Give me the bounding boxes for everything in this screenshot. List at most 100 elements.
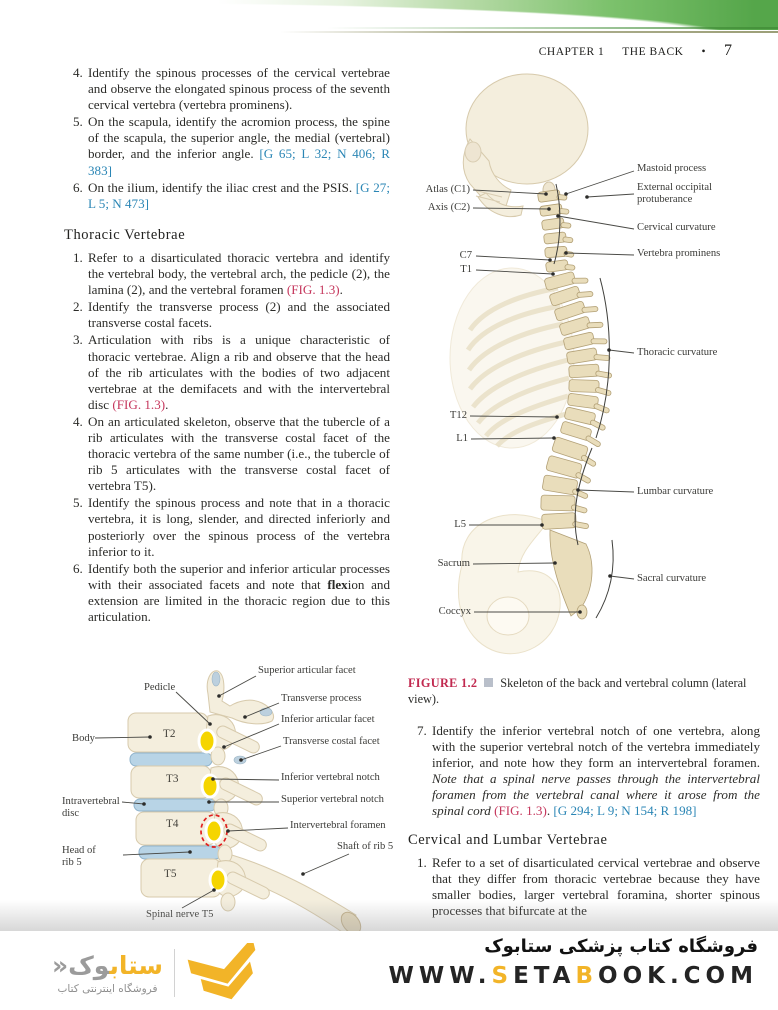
figure-label: Pedicle bbox=[144, 682, 175, 693]
list-text: On the scapula, identify the acromion pr… bbox=[88, 114, 390, 178]
figure-label: Sacral curvature bbox=[637, 573, 706, 584]
figure-label: Coccyx bbox=[439, 606, 472, 617]
figure-label: Vertebra prominens bbox=[637, 248, 720, 259]
footer-banner: ستابوک« فروشگاه اینترنتی کتاب فروشگاه کت… bbox=[0, 931, 778, 1010]
list-item-1: 1.Refer to a set of disarticulated cervi… bbox=[408, 855, 760, 919]
text-run: . bbox=[546, 803, 554, 819]
list-number: 4. bbox=[73, 413, 83, 429]
figure-label: Inferior articular facet bbox=[281, 714, 375, 725]
figure-label: Intervertebral foramen bbox=[290, 820, 386, 831]
list-text: Identify the spinous process and note th… bbox=[88, 495, 390, 559]
vertebrae-artwork bbox=[127, 670, 362, 935]
url-segment: OOK.COM bbox=[598, 963, 758, 989]
footer-right-block: فروشگاه کتاب پزشکی ستابوک WWW.SETABOOK.C… bbox=[389, 936, 759, 989]
figure-skeleton-lateral: Atlas (C1)Axis (C2)C7T1T12L1L5SacrumCocc… bbox=[426, 73, 720, 655]
figure-label: C7 bbox=[460, 250, 472, 261]
vertebra-name-label: T4 bbox=[166, 818, 179, 830]
figure-label: Superior articular facet bbox=[258, 665, 356, 676]
reference-citation: [G 294; L 9; N 154; R 198] bbox=[553, 803, 697, 819]
figure-reference: (FIG. 1.3) bbox=[112, 396, 166, 412]
text-run: Refer to a disarticulated thoracic verte… bbox=[88, 249, 390, 298]
figure-label: Atlas (C1) bbox=[426, 184, 471, 195]
text-run: Identify the spinous process and note th… bbox=[88, 495, 390, 559]
text-run: . bbox=[165, 396, 169, 412]
reference-citation: [G 65; L 32; N 406; R 383] bbox=[88, 146, 390, 178]
list-item-3: 3. Articulation with ribs is a unique cha… bbox=[64, 332, 390, 412]
list-text: Identify both the superior and inferior … bbox=[88, 561, 390, 625]
figure-reference: (FIG. 1.3) bbox=[286, 282, 340, 298]
skeleton-artwork bbox=[449, 73, 614, 655]
list-text: Identify the spinous processes of the ce… bbox=[88, 65, 390, 113]
list-number: 6. bbox=[73, 179, 83, 195]
url-segment: ETA bbox=[513, 963, 576, 989]
figure-label: Body bbox=[72, 733, 96, 744]
left-column: 4. Identify the spinous processes of the … bbox=[64, 65, 390, 626]
list-item-5: 5. On the scapula, identify the acromion … bbox=[64, 114, 390, 178]
figure-label: Sacrum bbox=[438, 558, 471, 569]
figure-label: L5 bbox=[454, 519, 466, 530]
chapter-label: CHAPTER 1 bbox=[538, 46, 605, 58]
list-text: On an articulated skeleton, observe that… bbox=[88, 414, 390, 494]
logo-wordmark-block: ستابوک« فروشگاه اینترنتی کتاب bbox=[52, 950, 164, 995]
numbered-list-cervical: 1.Refer to a set of disarticulated cervi… bbox=[408, 855, 760, 919]
numbered-item-seven: 7.Identify the inferior vertebral notch … bbox=[408, 723, 760, 820]
text-run: Identify the inferior vertebral notch of… bbox=[432, 723, 760, 771]
text-run: Refer to a set of disarticulated cervica… bbox=[432, 854, 760, 918]
figure-caption-label: FIGURE 1.2 bbox=[408, 676, 478, 690]
text-run: On the ilium, identify the iliac crest a… bbox=[88, 179, 356, 195]
numbered-list-thoracic: 1. Refer to a disarticulated thoracic ver… bbox=[64, 250, 390, 625]
list-item-4: 4. On an articulated skeleton, observe th… bbox=[64, 414, 390, 494]
list-number: 1. bbox=[73, 249, 83, 265]
wordmark-yellow-part: ستاب bbox=[109, 950, 164, 980]
figure-label: Spinal nerve T5 bbox=[146, 909, 213, 920]
list-number: 6. bbox=[73, 560, 83, 576]
figure-label: Superior vertebral notch bbox=[281, 794, 385, 805]
text-run: Identify the spinous processes of the ce… bbox=[88, 65, 390, 113]
list-text: Articulation with ribs is a unique chara… bbox=[88, 332, 390, 412]
wordmark-gray-part: وک bbox=[68, 950, 110, 980]
figure-label: Thoracic curvature bbox=[637, 347, 718, 358]
vertebra-name-label: T5 bbox=[164, 868, 177, 880]
text-run: On the scapula, identify the acromion pr… bbox=[88, 114, 390, 162]
url-segment: B bbox=[575, 963, 599, 989]
text-run: flex bbox=[327, 576, 348, 592]
list-item-5: 5. Identify the spinous process and note … bbox=[64, 495, 390, 559]
logo-divider bbox=[174, 949, 176, 997]
list-number: 5. bbox=[73, 114, 83, 130]
running-head: CHAPTER 1 THE BACK • 7 bbox=[539, 42, 732, 60]
list-number: 2. bbox=[73, 299, 83, 315]
header-bullet: • bbox=[701, 46, 706, 58]
figure-label: Cervical curvature bbox=[637, 222, 716, 233]
list-number: 5. bbox=[73, 495, 83, 511]
figure-label: T12 bbox=[450, 410, 467, 421]
figure-label: Axis (C2) bbox=[428, 202, 471, 213]
list-number: 3. bbox=[73, 332, 83, 348]
vertebra-name-label: T3 bbox=[166, 773, 179, 785]
figure-caption-text: Skeleton of the back and vertebral colum… bbox=[408, 676, 747, 706]
text-run: Identify both the superior and inferior … bbox=[88, 560, 390, 592]
decorative-green-band bbox=[0, 0, 778, 30]
figure-label: Mastoid process bbox=[637, 163, 706, 174]
list-text: Refer to a disarticulated thoracic verte… bbox=[88, 250, 390, 298]
list-item-7: 7.Identify the inferior vertebral notch … bbox=[408, 723, 760, 820]
chapter-title: THE BACK bbox=[622, 46, 684, 58]
list-text: Identify the inferior vertebral notch of… bbox=[432, 723, 760, 820]
list-text: On the ilium, identify the iliac crest a… bbox=[88, 180, 390, 212]
section-heading-thoracic: Thoracic Vertebrae bbox=[64, 226, 186, 243]
list-item-1: 1. Refer to a disarticulated thoracic ver… bbox=[64, 250, 390, 298]
text-run: . bbox=[339, 282, 343, 298]
logo-tagline: فروشگاه اینترنتی کتاب bbox=[57, 982, 158, 995]
footer-url: WWW.SETABOOK.COM bbox=[389, 963, 759, 989]
figure-reference: (FIG. 1.3) bbox=[494, 803, 547, 819]
figure-thoracic-vertebrae: Superior articular facetPedicleTransvers… bbox=[62, 665, 393, 935]
url-segment: WWW. bbox=[388, 963, 492, 989]
text-run: ion and extension are limited in the tho… bbox=[88, 576, 390, 624]
figure-label: Transverse process bbox=[281, 693, 362, 704]
figure-label: Shaft of rib 5 bbox=[337, 841, 393, 852]
figure-label: L1 bbox=[456, 433, 468, 444]
